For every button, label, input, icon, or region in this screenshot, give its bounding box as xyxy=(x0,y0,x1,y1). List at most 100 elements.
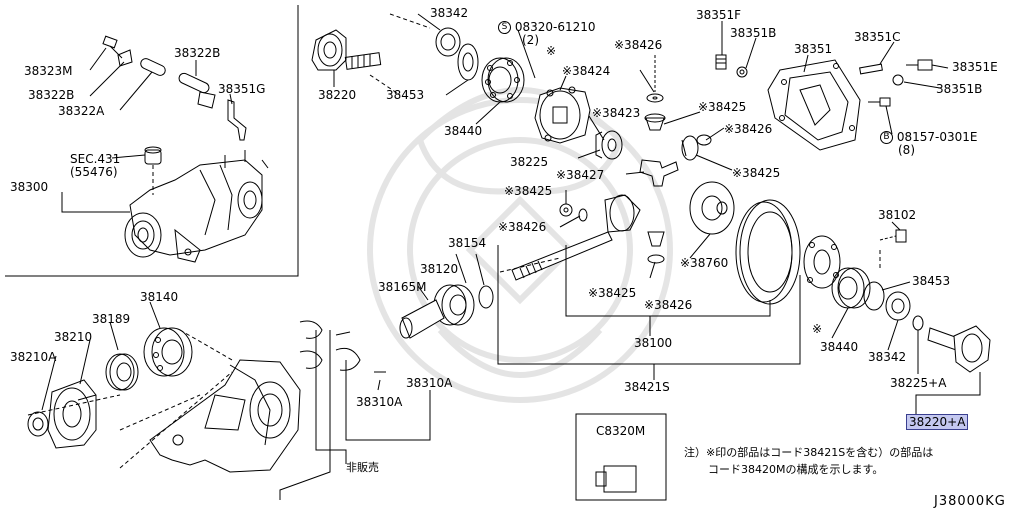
part-label-38165M[interactable]: 38165M xyxy=(378,280,427,294)
spacer-38453-top xyxy=(457,43,479,81)
bolt-symbol-icon: B xyxy=(880,131,893,144)
o-ring-38225A xyxy=(912,315,924,331)
part-label-b08157[interactable]: B 08157-0301E xyxy=(880,130,977,144)
part-label-38220A-selected[interactable]: 38220+A xyxy=(906,414,969,430)
section-label-sec431[interactable]: SEC.431 xyxy=(70,152,121,166)
part-label-38225A[interactable]: 38225+A xyxy=(890,376,947,390)
projection-lines xyxy=(27,250,881,469)
side-gear-38423 xyxy=(595,130,623,160)
part-label-s08320-qty: (2) xyxy=(522,33,539,47)
side-flange-housing xyxy=(803,235,841,289)
part-label-38440-top[interactable]: 38440 xyxy=(444,124,483,138)
part-label-38760[interactable]: ※38760 xyxy=(680,256,729,270)
gasket-38351B-b xyxy=(892,74,904,86)
drive-pinion-shaft xyxy=(511,231,613,281)
part-label-38322B-top[interactable]: 38322B xyxy=(174,46,221,60)
part-label-38102[interactable]: 38102 xyxy=(878,208,917,222)
part-label-38322A[interactable]: 38322A xyxy=(58,104,105,118)
part-label-38140[interactable]: 38140 xyxy=(140,290,179,304)
part-label-38426-b[interactable]: ※38426 xyxy=(724,122,773,136)
seal-38342-r xyxy=(885,291,911,321)
part-label-38426-c[interactable]: ※38426 xyxy=(498,220,547,234)
watermark-crest xyxy=(367,87,673,403)
stud-38351C xyxy=(859,63,883,75)
bolt-38351F xyxy=(715,54,727,70)
part-label-38425-a[interactable]: ※38425 xyxy=(698,100,747,114)
inset-border xyxy=(5,5,299,277)
thrust-washer-38426-b xyxy=(696,134,712,146)
part-label-38310A-b[interactable]: 38310A xyxy=(356,395,403,409)
part-label-38426-a[interactable]: ※38426 xyxy=(614,38,663,52)
ring-gear xyxy=(735,199,801,305)
part-label-38423[interactable]: ※38423 xyxy=(592,106,641,120)
part-label-38351B-b[interactable]: 38351B xyxy=(936,82,983,96)
not-for-sale-label: 非販売 xyxy=(346,461,379,474)
part-label-38421S[interactable]: 38421S xyxy=(624,380,670,394)
flange-38210 xyxy=(47,379,97,449)
part-label-38220[interactable]: 38220 xyxy=(318,88,357,102)
part-label-38351[interactable]: 38351 xyxy=(794,42,833,56)
part-label-38425-b[interactable]: ※38425 xyxy=(732,166,781,180)
part-label-38427[interactable]: ※38427 xyxy=(556,168,605,182)
part-label-38426-d[interactable]: ※38426 xyxy=(644,298,693,312)
part-label-38210[interactable]: 38210 xyxy=(54,330,93,344)
pinion-shaft-38427 xyxy=(639,159,679,187)
diagram-code: J38000KG xyxy=(934,494,1006,509)
bracket-parts-38322 xyxy=(102,35,247,141)
part-label-38342-r[interactable]: 38342 xyxy=(868,350,907,364)
oil-seal-38342-top xyxy=(435,27,461,57)
part-label-38351F[interactable]: 38351F xyxy=(696,8,742,22)
part-label-38323M[interactable]: 38323M xyxy=(24,64,73,78)
bearing-38440-top xyxy=(481,57,525,103)
part-label-s08320[interactable]: S 08320-61210 xyxy=(498,20,596,34)
spacer-38189 xyxy=(105,353,139,391)
pinion-gear-38425-a xyxy=(644,113,666,131)
part-label-b08157-qty: (8) xyxy=(898,143,915,157)
screw-symbol-icon: S xyxy=(498,21,511,34)
diff-assembly-38300 xyxy=(124,146,269,263)
part-label-38225[interactable]: 38225 xyxy=(510,155,549,169)
part-label-38351E[interactable]: 38351E xyxy=(952,60,998,74)
part-label-38100[interactable]: 38100 xyxy=(634,336,673,350)
part-label-38310A-a[interactable]: 38310A xyxy=(406,376,453,390)
companion-flange-38220 xyxy=(311,29,382,71)
carrier-housing xyxy=(149,359,301,473)
part-label-38189[interactable]: 38189 xyxy=(92,312,131,326)
bolt-38102 xyxy=(879,229,907,243)
part-label-c8320m[interactable]: C8320M xyxy=(596,424,646,438)
section-label-sec431-code: (55476) xyxy=(70,165,118,179)
bearing-38140 xyxy=(143,327,193,377)
part-label-38453-r[interactable]: 38453 xyxy=(912,274,951,288)
leader-lines xyxy=(41,13,981,500)
plug-38351E xyxy=(906,59,933,71)
part-label-38351C[interactable]: 38351C xyxy=(854,30,901,44)
washer-38426-c xyxy=(559,203,588,222)
rear-cover-38351 xyxy=(767,59,861,151)
part-label-38424[interactable]: ※38424 xyxy=(562,64,611,78)
part-label-38351G[interactable]: 38351G xyxy=(218,82,266,96)
part-label-38300[interactable]: 38300 xyxy=(10,180,49,194)
part-label-38453-top[interactable]: 38453 xyxy=(386,88,425,102)
part-label-38351B-a[interactable]: 38351B xyxy=(730,26,777,40)
washer-38351B-a xyxy=(736,66,748,78)
part-label-38425-c[interactable]: ※38425 xyxy=(504,184,553,198)
grease-tube-c8320m xyxy=(575,413,667,501)
star-mark-a: ※ xyxy=(546,44,557,58)
part-label-38425-d[interactable]: ※38425 xyxy=(588,286,637,300)
star-mark-b: ※ xyxy=(812,322,823,336)
ring-38154 xyxy=(478,285,494,309)
part-label-38154[interactable]: 38154 xyxy=(448,236,487,250)
part-label-38120[interactable]: 38120 xyxy=(420,262,459,276)
flange-38220A xyxy=(927,325,991,373)
part-label-38210A[interactable]: 38210A xyxy=(10,350,57,364)
part-label-38440-r[interactable]: 38440 xyxy=(820,340,859,354)
part-label-38342-top[interactable]: 38342 xyxy=(430,6,469,20)
part-label-38322B-bottom[interactable]: 38322B xyxy=(28,88,75,102)
spacer-38760 xyxy=(689,181,735,235)
spacer-38453-r xyxy=(863,281,885,311)
washer-pinion-38426-a xyxy=(646,55,664,103)
footnote-line-2: コード38420Mの構成を示します。 xyxy=(708,463,884,476)
footnote-line-1: 注）※印の部品はコード38421Sを含む）の部品は xyxy=(684,446,934,459)
